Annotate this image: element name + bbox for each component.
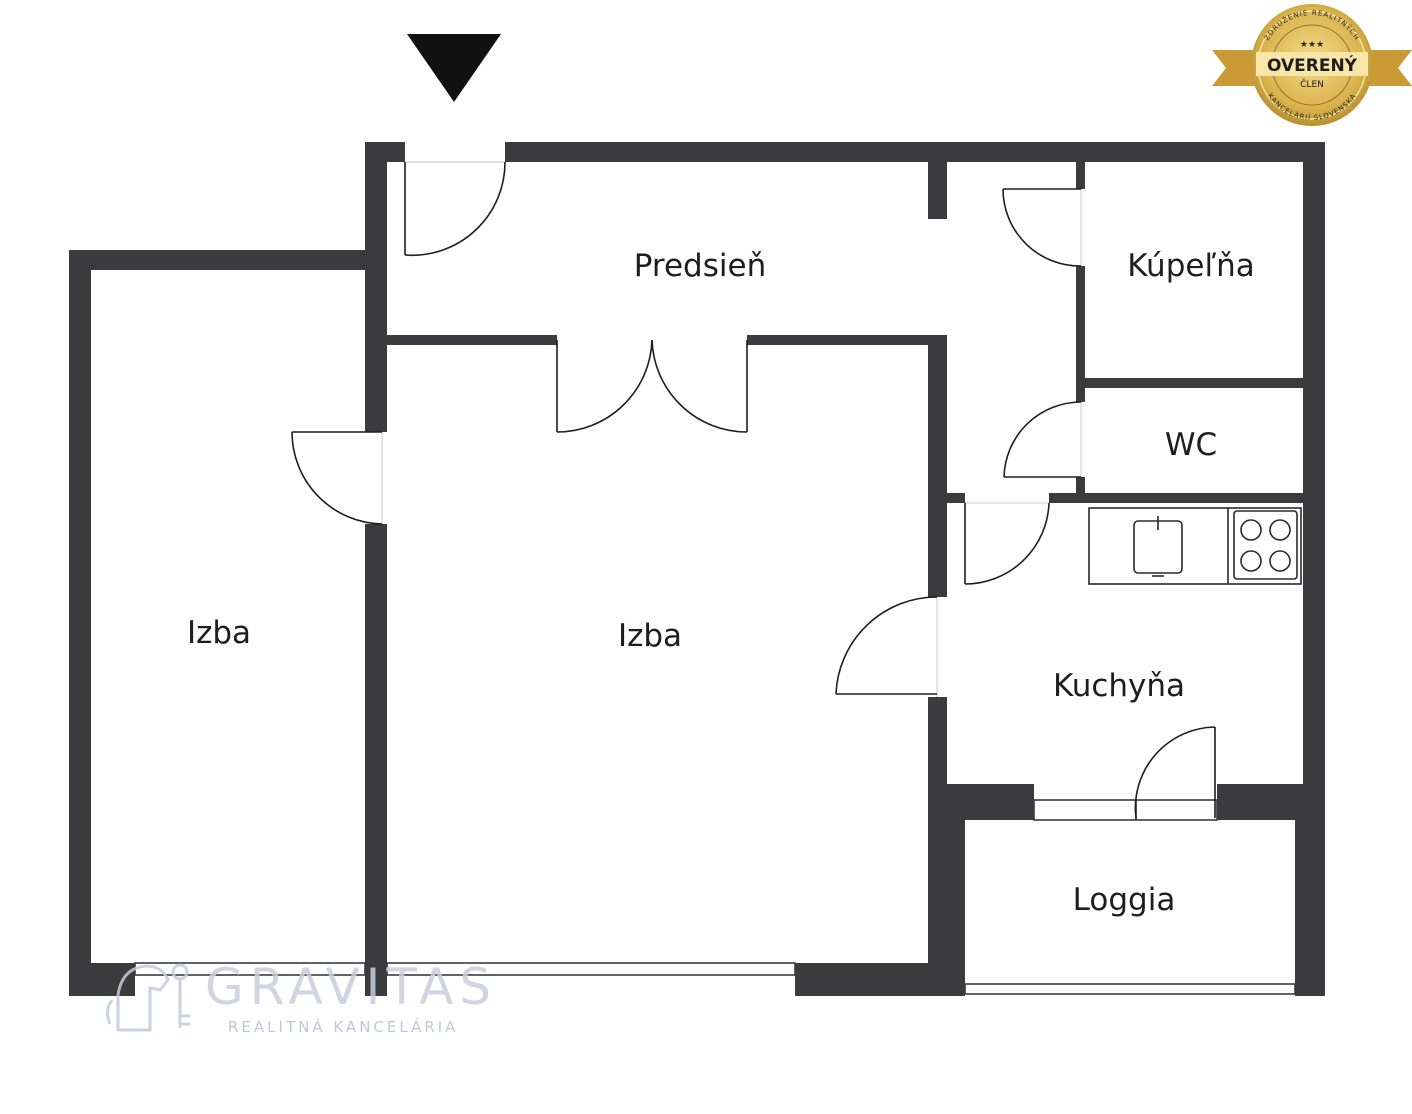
wall-wc-bottom [1049, 493, 1325, 503]
window-loggia [964, 983, 1296, 995]
badge-stars-icon: ★★★ [1300, 40, 1324, 50]
wall-left-room-lower [365, 524, 387, 996]
verified-member-badge: ZDRUŽENIE REALITNÝCH KANCELÁRIÍ SLOVENSK… [1212, 4, 1412, 126]
wall-bottom-left [69, 963, 135, 996]
window-kitchen-loggia [1033, 799, 1218, 821]
brand-name: GRAVITAS [205, 958, 497, 1016]
wall-hall-stub [928, 162, 947, 219]
badge-sub-text: ČLEN [1300, 78, 1324, 90]
room-label-loggia: Loggia [1073, 882, 1176, 918]
wall-bath-left-mid [1076, 266, 1085, 402]
stove-icon [1233, 510, 1298, 580]
room-label-kuchyna: Kuchyňa [1053, 668, 1185, 704]
window-center-room [386, 962, 796, 976]
doors [291, 161, 1216, 820]
door-kitchen-center [835, 596, 938, 695]
double-door-center-room [556, 339, 748, 433]
wall-entry-left [365, 142, 387, 432]
kitchen-counter-outline [1088, 507, 1302, 585]
door-kitchen-top [964, 502, 1050, 585]
wall-right [1303, 142, 1325, 994]
walls [69, 142, 1325, 996]
wall-left [69, 250, 91, 996]
badge-ribbon-left [1212, 50, 1262, 86]
door-wc [1003, 401, 1082, 478]
wall-center-right-bottom [928, 697, 947, 996]
wall-bath-left [1076, 162, 1085, 189]
door-left-room [291, 431, 383, 525]
wall-bath-wc [1076, 378, 1325, 388]
windows [134, 161, 1296, 995]
brand-subtitle: REALITNÁ KANCELÁRIA [228, 1017, 458, 1036]
wall-wc-left-bottom [1076, 477, 1085, 497]
wall-hall-center-right [747, 335, 947, 345]
wall-center-right-top [928, 335, 947, 597]
room-label-wc: WC [1165, 427, 1217, 463]
door-loggia [1134, 726, 1216, 820]
entrance-arrow-icon [407, 34, 501, 102]
room-label-kupelna: Kúpeľňa [1127, 248, 1254, 284]
wall-kitchen-bottom-right [1217, 784, 1325, 820]
gravitas-watermark: GRAVITAS REALITNÁ KANCELÁRIA [105, 958, 497, 1036]
room-label-predsien: Predsieň [634, 248, 766, 284]
wall-kitchen-bottom-left [928, 784, 1034, 820]
wall-loggia-right [1295, 820, 1325, 996]
badge-ribbon-right [1362, 50, 1412, 86]
room-label-izba-center: Izba [618, 618, 682, 654]
wall-hall-center-left [387, 335, 557, 345]
entry-door [404, 161, 506, 257]
wall-loggia-left [945, 820, 965, 996]
lion-logo-icon [105, 963, 190, 1032]
wall-left-top-step [69, 250, 387, 270]
wall-kitchen-top-left [928, 493, 965, 503]
wall-top [505, 142, 1325, 162]
room-label-izba-left: Izba [187, 615, 251, 651]
door-bathroom [1002, 188, 1082, 267]
badge-main-text: OVERENÝ [1267, 54, 1358, 76]
kitchen-counter [1088, 507, 1302, 585]
